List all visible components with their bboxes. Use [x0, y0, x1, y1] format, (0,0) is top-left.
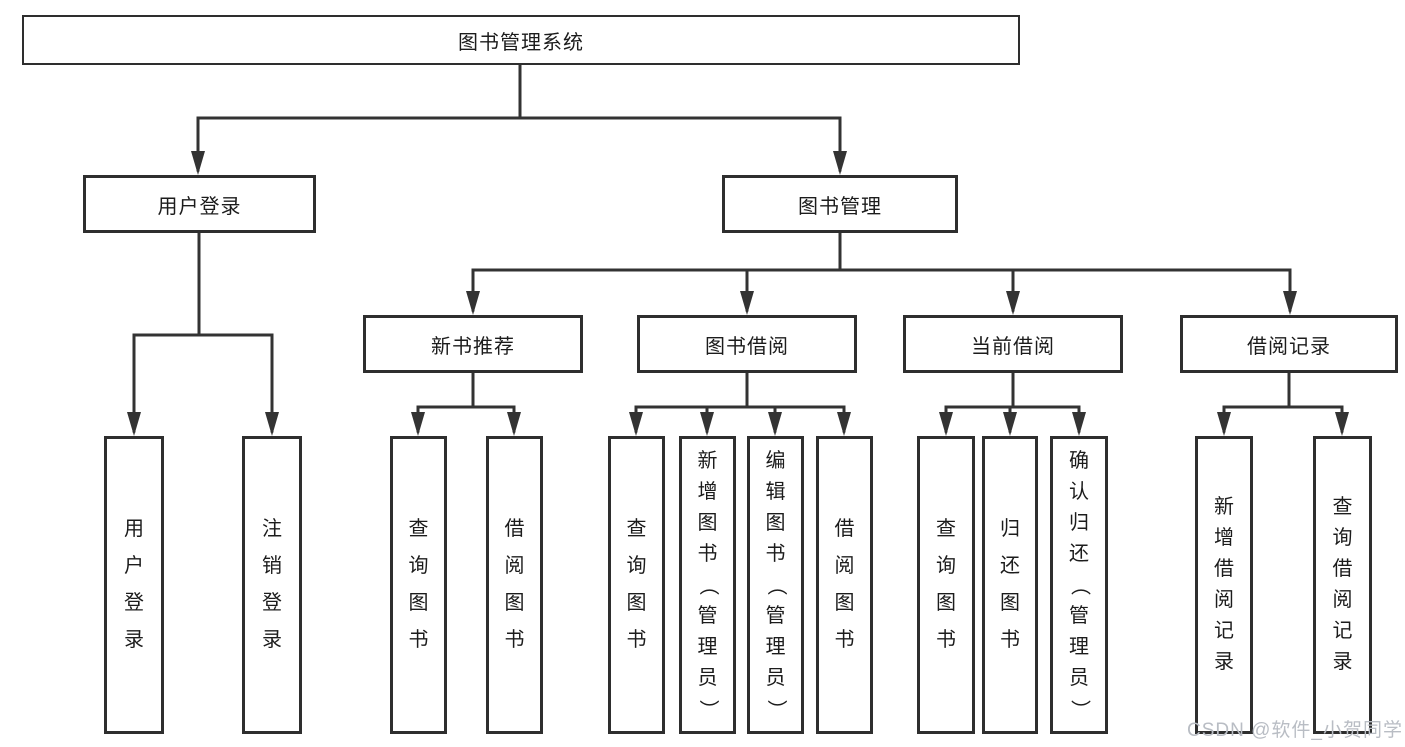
- node-leaf-logout: 注销登录: [242, 436, 302, 734]
- vertical-label: 确认归还（管理员）: [1068, 449, 1091, 720]
- node-label: 当前借阅: [971, 335, 1055, 358]
- node-label: 图书管理系统: [458, 31, 584, 54]
- arrowhead-icon: [127, 412, 141, 436]
- node-bb-edit: 编辑图书（管理员）: [747, 436, 804, 734]
- node-label: 图书管理: [798, 195, 882, 218]
- node-book-borrow: 图书借阅: [637, 315, 857, 373]
- node-new-book-rec: 新书推荐: [363, 315, 583, 373]
- arrowhead-icon: [833, 151, 847, 175]
- node-label: 借阅记录: [1247, 335, 1331, 358]
- arrowhead-icon: [1003, 412, 1017, 436]
- watermark: CSDN @软件_小贺同学: [1187, 720, 1403, 741]
- node-current-borrow: 当前借阅: [903, 315, 1123, 373]
- arrowhead-icon: [411, 412, 425, 436]
- node-bb-add: 新增图书（管理员）: [679, 436, 736, 734]
- node-cb-return: 归还图书: [982, 436, 1038, 734]
- vertical-label: 借阅图书: [504, 518, 525, 651]
- node-book-mgmt: 图书管理: [722, 175, 958, 233]
- arrowhead-icon: [740, 291, 754, 315]
- vertical-label: 用户登录: [124, 518, 144, 651]
- vertical-label: 新增借阅记录: [1214, 496, 1234, 673]
- node-br-add: 新增借阅记录: [1195, 436, 1253, 734]
- node-borrow-records: 借阅记录: [1180, 315, 1398, 373]
- arrowhead-icon: [1335, 412, 1349, 436]
- arrowhead-icon: [466, 291, 480, 315]
- arrowhead-icon: [629, 412, 643, 436]
- node-bb-query: 查询图书: [608, 436, 665, 734]
- vertical-label: 归还图书: [1000, 518, 1020, 651]
- node-user-login: 用户登录: [83, 175, 316, 233]
- node-label: 用户登录: [157, 195, 242, 218]
- vertical-label: 查询借阅记录: [1332, 496, 1353, 673]
- arrowhead-icon: [1072, 412, 1086, 436]
- node-cb-confirm: 确认归还（管理员）: [1050, 436, 1108, 734]
- arrowhead-icon: [837, 412, 851, 436]
- node-br-query: 查询借阅记录: [1313, 436, 1372, 734]
- arrowhead-icon: [768, 412, 782, 436]
- vertical-label: 查询图书: [626, 518, 647, 651]
- node-label: 图书借阅: [705, 335, 789, 358]
- node-nbr-query: 查询图书: [390, 436, 447, 734]
- arrowhead-icon: [1283, 291, 1297, 315]
- arrowhead-icon: [507, 412, 521, 436]
- arrowhead-icon: [700, 412, 714, 436]
- vertical-label: 新增图书（管理员）: [697, 449, 719, 720]
- arrowhead-icon: [939, 412, 953, 436]
- node-root: 图书管理系统: [22, 15, 1020, 65]
- vertical-label: 查询图书: [936, 518, 956, 651]
- arrowhead-icon: [191, 151, 205, 175]
- arrowhead-icon: [1006, 291, 1020, 315]
- arrowhead-icon: [1217, 412, 1231, 436]
- arrowhead-icon: [265, 412, 279, 436]
- vertical-label: 编辑图书（管理员）: [765, 449, 787, 720]
- node-cb-query: 查询图书: [917, 436, 975, 734]
- node-leaf-user-login: 用户登录: [104, 436, 164, 734]
- vertical-label: 注销登录: [262, 518, 282, 651]
- vertical-label: 查询图书: [408, 518, 429, 651]
- node-bb-borrow: 借阅图书: [816, 436, 873, 734]
- node-nbr-borrow: 借阅图书: [486, 436, 543, 734]
- vertical-label: 借阅图书: [834, 518, 855, 651]
- node-label: 新书推荐: [431, 335, 515, 358]
